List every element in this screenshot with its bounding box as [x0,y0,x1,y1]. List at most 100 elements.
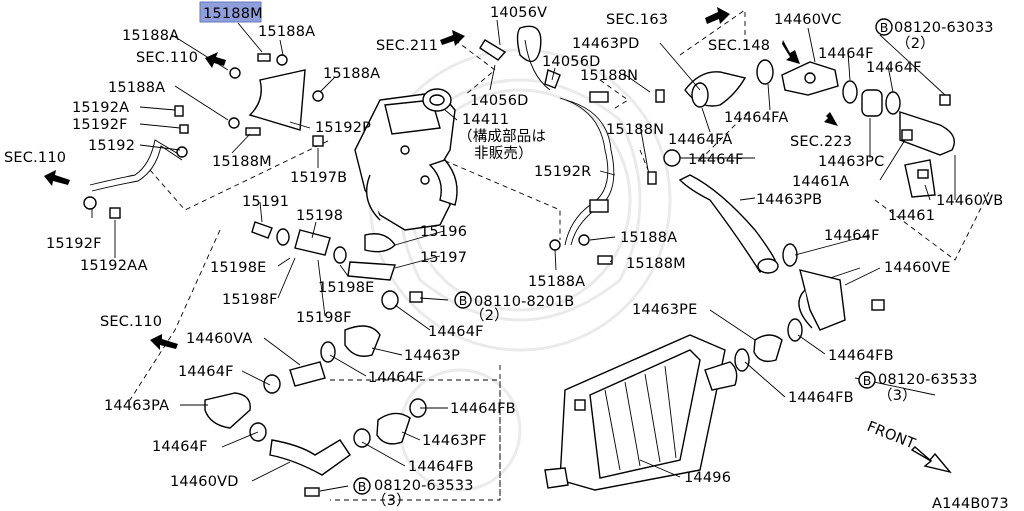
callout-qty: （2） [896,35,935,52]
callout-bolt[interactable]: 08120-63533 [878,372,978,388]
callout[interactable]: 15198F [222,292,278,308]
callout[interactable]: 15188M [212,154,272,170]
washers-bolts [109,53,951,497]
callout[interactable]: 14460VE [884,260,951,276]
callout[interactable]: 15188N [606,122,664,138]
dashed-group-outlines [129,9,991,501]
hoses-lower [204,221,783,476]
callout[interactable]: 14464FB [408,459,474,475]
callout[interactable]: 15192F [46,236,102,252]
callout[interactable]: 15192AA [80,258,148,274]
callout[interactable]: 15188A [620,230,677,246]
callout[interactable]: 15188A [258,24,315,40]
callout-sec[interactable]: SEC.110 [100,314,162,330]
callout[interactable]: 14461A [792,174,849,190]
callout[interactable]: 14056D [470,93,529,109]
callout[interactable]: 14464F [824,228,880,244]
callout[interactable]: 15198E [210,260,267,276]
callout-bolt[interactable]: 08110-8201B [474,294,574,310]
bolt-markers: B B B B [353,18,893,495]
callout-15188M-highlighted[interactable]: 15188M [203,6,263,22]
callout[interactable]: 14464F [368,370,424,386]
bolt-marker-text: B [880,20,889,35]
callout[interactable]: 15188A [528,274,585,290]
callout-qty: （3） [878,387,917,404]
callout-sec[interactable]: SEC.148 [708,38,770,54]
callout[interactable]: 14463PE [632,302,697,318]
callout[interactable]: 15192A [72,100,129,116]
callout[interactable]: 14464FA [724,110,788,126]
callout[interactable]: 14411 [462,112,509,128]
callout[interactable]: 14463PA [104,398,169,414]
callout[interactable]: 14463PC [818,154,884,170]
callout-bolt[interactable]: 08120-63533 [374,478,474,494]
pipe-15192R [559,91,615,246]
callout[interactable]: 14056D [542,54,601,70]
bolt-marker-text: B [459,293,468,308]
callout[interactable]: 14464F [152,439,208,455]
callout[interactable]: 15188A [108,80,165,96]
highlight-box [199,1,262,23]
callout[interactable]: 15191 [242,194,289,210]
callout[interactable]: 14460VB [936,193,1003,209]
bolt-marker-4 [353,477,371,495]
arrow-sec110-left [44,170,70,186]
callout-sec[interactable]: SEC.211 [376,38,438,54]
callout[interactable]: 14464FA [668,132,732,148]
callout[interactable]: 15188N [580,68,638,84]
front-direction-arrow [910,446,952,474]
callout-sec[interactable]: SEC.223 [790,134,852,150]
callout[interactable]: 15197B [290,170,347,186]
arrow-sec110-lower [150,334,178,350]
hose-clamps [249,59,901,448]
callout-sec[interactable]: SEC.110 [4,150,66,166]
callout[interactable]: 15198F [296,310,352,326]
callout[interactable]: 14464F [428,324,484,340]
callout[interactable]: 14464F [178,364,234,380]
arrow-sec148 [782,40,800,64]
callout[interactable]: 14460VD [170,474,239,490]
intercooler-14496 [544,334,738,491]
callout[interactable]: 15198E [318,280,375,296]
callout[interactable]: 15196 [420,224,467,240]
callout[interactable]: 15192F [72,117,128,133]
callout-bolt[interactable]: 08120-63033 [894,20,994,36]
callout[interactable]: 14460VA [186,331,252,347]
arrow-sec163 [705,7,730,24]
callout[interactable]: 15198 [296,208,343,224]
callout-note: 非販売） [474,145,533,162]
callout[interactable]: 14463PF [422,433,487,449]
arrow-sec211 [440,30,465,46]
callout[interactable]: 15188M [626,256,686,272]
callout[interactable]: 14464F [866,60,922,76]
callout[interactable]: 14496 [684,470,731,486]
callout-qty: （3） [372,492,411,509]
callout[interactable]: 14464FB [450,401,516,417]
bolt-marker-2 [454,291,472,309]
callout[interactable]: 14463PB [756,192,822,208]
pipe-15192 [83,69,306,210]
callout[interactable]: 14463P [404,348,460,364]
callout[interactable]: 15192 [88,138,135,154]
callout[interactable]: 15188A [323,66,380,82]
callout[interactable]: 15192P [315,120,371,136]
callout-sec[interactable]: SEC.110 [136,50,198,66]
callout[interactable]: 15192R [534,164,591,180]
callout[interactable]: 14463PD [572,36,639,52]
bolt-marker-text: B [358,479,367,494]
leader-lines [91,19,956,492]
callout-labels: 15188M 15188A 15188A SEC.110 15188A 1518… [4,5,1009,511]
callout-qty: （2） [470,307,509,324]
callout[interactable]: 14464F [818,46,874,62]
callout[interactable]: 14464F [688,152,744,168]
callout-sec[interactable]: SEC.163 [606,12,668,28]
callout[interactable]: 14056V [490,5,547,21]
callout[interactable]: 14461 [888,208,935,224]
callout[interactable]: 14460VC [774,12,842,28]
callout[interactable]: 15197 [420,250,467,266]
callout[interactable]: 14464FB [828,348,894,364]
callout-note: （構成部品は [458,128,546,145]
hose-14056 [479,25,561,91]
callout[interactable]: 14464FB [788,390,854,406]
callout[interactable]: 15188A [122,28,179,44]
